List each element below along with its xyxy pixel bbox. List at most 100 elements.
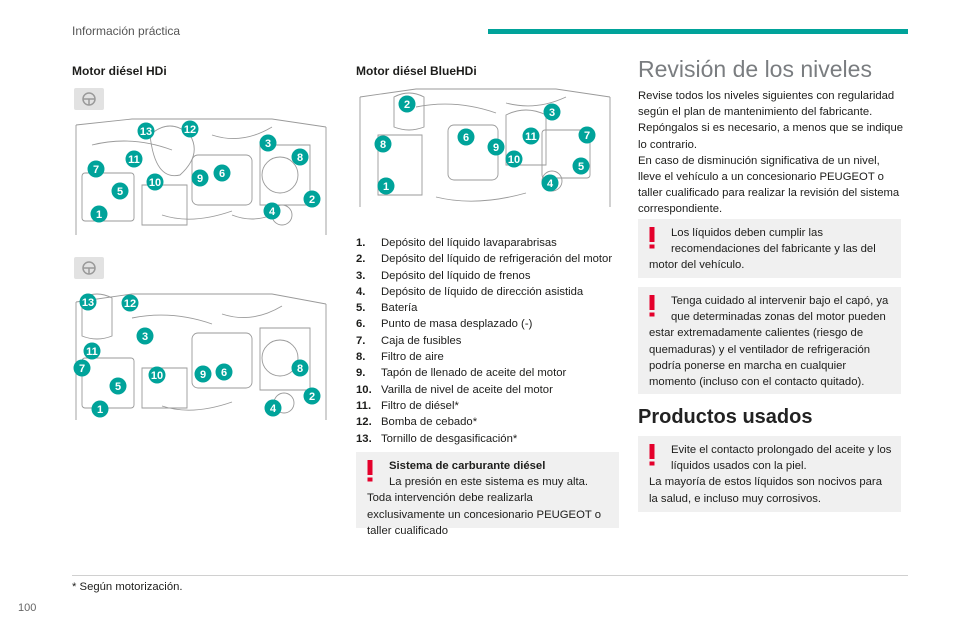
diesel-warning-text: La presión en este sistema es muy alta. …: [367, 476, 602, 537]
used-products-warning-box: Evite el contacto prolongado del aceite …: [638, 436, 901, 512]
callout-label: 5: [117, 186, 123, 198]
list-item: 10. Varilla de nivel de aceite del motor: [356, 382, 624, 398]
callout-label: 8: [297, 152, 303, 164]
list-item-number: 12.: [356, 416, 372, 429]
callout-marker: 3: [136, 327, 154, 345]
steering-wheel-icon: [74, 88, 104, 110]
levels-para-1: Revise todos los niveles siguientes con …: [638, 90, 904, 151]
list-item: 2.Depósito del líquido de refrigeración …: [356, 251, 624, 267]
callout-label: 9: [200, 369, 206, 381]
list-item: 3.Depósito del líquido de frenos: [356, 268, 624, 284]
callout-label: 9: [493, 142, 499, 154]
callout-label: 13: [140, 126, 152, 138]
callout-marker: 8: [374, 135, 392, 153]
list-item: 5. Batería: [356, 300, 624, 316]
callout-label: 9: [197, 173, 203, 185]
callout-marker: 2: [303, 190, 321, 208]
list-item-number: 7.: [356, 334, 366, 347]
warning-icon: [367, 460, 381, 482]
used-products-warning-text-1: Evite el contacto prolongado del aceite …: [671, 444, 892, 473]
callout-marker: 13: [79, 293, 97, 311]
list-item: 12. Bomba de cebado*: [356, 414, 624, 430]
callout-marker: 2: [398, 95, 416, 113]
list-item-text: Depósito del líquido lavaparabrisas: [381, 237, 557, 249]
callout-marker: 4: [264, 399, 282, 417]
page-number: 100: [18, 602, 37, 614]
list-item: 9. Tapón de llenado de aceite del motor: [356, 365, 624, 381]
callout-label: 11: [128, 154, 140, 166]
callout-marker: 13: [137, 122, 155, 140]
footnote: * Según motorización.: [72, 581, 183, 593]
list-item-text: Tapón de llenado de aceite del motor: [381, 367, 567, 380]
list-item-number: 5.: [356, 302, 366, 315]
footnote-divider: [72, 575, 908, 576]
list-item-text: Filtro de aire: [381, 351, 444, 364]
callout-label: 1: [383, 181, 389, 193]
list-item-number: 13.: [356, 432, 372, 445]
callout-label: 5: [115, 381, 121, 393]
warning-icon: [649, 444, 663, 466]
callout-marker: 6: [215, 363, 233, 381]
callout-marker: 1: [90, 205, 108, 223]
callout-marker: 1: [377, 177, 395, 195]
header-accent-bar: [488, 29, 908, 34]
list-item-number: 10.: [356, 383, 372, 396]
list-item: 13. Tornillo de desgasificación*: [356, 431, 624, 447]
callout-marker: 6: [213, 164, 231, 182]
callout-label: 4: [269, 206, 276, 218]
hot-engine-warning-box: Tenga cuidado al intervenir bajo el capó…: [638, 287, 901, 394]
callout-marker: 4: [541, 174, 559, 192]
list-item-text: Depósito de líquido de dirección asistid…: [381, 285, 584, 298]
callout-label: 7: [79, 363, 85, 375]
list-item-text: Varilla de nivel de aceite del motor: [381, 383, 553, 396]
callout-label: 2: [309, 194, 315, 206]
callout-marker: 11: [125, 150, 143, 168]
list-item: 4.Depósito de líquido de dirección asist…: [356, 284, 624, 300]
callout-label: 4: [547, 178, 554, 190]
hot-engine-warning-text: Tenga cuidado al intervenir bajo el capó…: [649, 295, 889, 389]
callout-label: 12: [124, 298, 136, 310]
callout-marker: 10: [505, 150, 523, 168]
callout-marker: 12: [181, 120, 199, 138]
callout-marker: 10: [146, 173, 164, 191]
list-item-number: 1.: [356, 237, 366, 249]
callout-label: 10: [149, 177, 161, 189]
callout-label: 1: [97, 404, 103, 416]
callout-label: 2: [404, 99, 410, 111]
callout-label: 3: [265, 138, 271, 150]
section-title: Información práctica: [72, 24, 181, 38]
warning-icon: [649, 227, 663, 249]
list-item-text: Batería: [381, 302, 418, 315]
list-item-text: Filtro de diésel*: [381, 399, 459, 412]
fluids-warning-box: Los líquidos deben cumplir las recomenda…: [638, 219, 901, 278]
list-item-text: Tornillo de desgasificación*: [381, 432, 518, 445]
callout-marker: 4: [263, 202, 281, 220]
levels-paragraph: Revise todos los niveles siguientes con …: [638, 88, 906, 218]
list-item-number: 2.: [356, 253, 366, 266]
callout-label: 12: [184, 124, 196, 136]
fluids-warning-text: Los líquidos deben cumplir las recomenda…: [649, 227, 876, 272]
callout-marker: 9: [487, 138, 505, 156]
callout-marker: 11: [83, 342, 101, 360]
callout-label: 7: [584, 130, 590, 142]
used-products-warning-text-2: La mayoría de estos líquidos son nocivos…: [649, 476, 882, 505]
list-item: 7.Caja de fusibles: [356, 333, 624, 349]
callout-marker: 8: [291, 359, 309, 377]
callout-label: 8: [297, 363, 303, 375]
list-item-number: 9.: [356, 367, 366, 380]
list-item: 11.Filtro de diésel*: [356, 398, 624, 414]
callout-marker: 7: [73, 359, 91, 377]
callout-marker: 5: [111, 182, 129, 200]
callout-label: 3: [142, 331, 148, 343]
list-item-text: Depósito del líquido de frenos: [381, 269, 531, 282]
diesel-warning-box: Sistema de carburante diésel La presión …: [356, 452, 619, 537]
callout-label: 6: [221, 367, 227, 379]
callout-label: 11: [86, 346, 98, 358]
callout-label: 6: [463, 132, 469, 144]
list-item-number: 6.: [356, 318, 366, 331]
list-item-text: Bomba de cebado*: [381, 416, 478, 429]
